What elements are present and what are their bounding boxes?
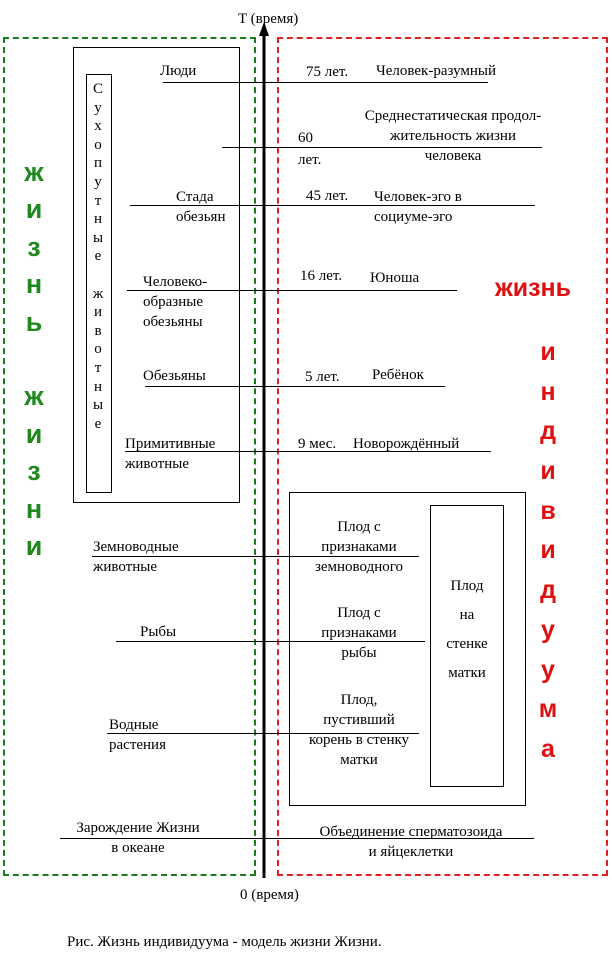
stage-human-sapiens: Человек-разумный [376,63,497,79]
line-origin [60,838,534,839]
axis-top-label: T (время) [238,11,299,27]
time-axis [259,22,269,878]
stage-herds: Стада обезьян [176,189,226,225]
stage-conception: Объединение сперматозоида и яйцеклетки [319,824,503,860]
left-title-letter: и [25,530,43,561]
age-5: 5 лет. [305,369,340,385]
line-plants [107,733,419,734]
land-text-letter: е [94,415,102,432]
right-title-letter: д [540,417,556,446]
land-animals-box [73,47,240,503]
stage-origin: Зарождение Жизни в океане [76,820,200,856]
left-title-letter: н [25,269,43,300]
stage-fish: Рыбы [140,624,177,640]
womb-box-text: Плод на стенке матки [446,578,488,681]
left-title-letter: ж [24,157,44,187]
age-60: 60 лет. [298,130,322,168]
stage-people: Люди [160,63,197,79]
stage-monkeys: Обезьяны [143,368,206,384]
land-text-letter: т [94,359,102,376]
right-title-top: жизнь [495,274,571,302]
right-title-letter: у [541,655,555,684]
left-title-letter [17,341,51,378]
land-text-letter: н [93,211,103,228]
age-16: 16 лет. [300,268,343,284]
right-title-letter: и [540,338,556,366]
womb-inner-box [430,505,504,787]
axis-bottom-label: 0 (время) [240,887,299,903]
line-apes [127,290,457,291]
line-herds [130,205,535,206]
right-title-letter: в [540,496,556,525]
land-text-letter: н [93,378,103,395]
land-text-letter: у [94,173,102,190]
womb-outer-box [289,492,526,806]
stage-fetus-root: Плод, пустивший корень в стенку матки [308,692,410,768]
line-primitive [125,451,491,452]
right-title-letter: н [540,377,556,406]
age-9m: 9 мес. [298,436,337,452]
right-title-letter: д [540,576,556,605]
left-title-letter: з [27,231,41,262]
left-title-letter: и [25,418,43,449]
right-title-letter: и [540,457,556,486]
land-text-letter: ы [92,397,104,414]
stage-apes: Человеко- образные обезьяны [143,274,208,330]
stage-primitive: Примитивные животные [125,436,216,472]
right-title-letter: у [541,615,555,644]
land-text-letter: т [94,192,102,209]
line-amphibians [92,556,419,557]
line-fish [116,641,425,642]
land-text-letter: х [94,118,102,135]
stage-child: Ребёнок [372,367,424,383]
land-text-letter: ж [92,285,104,302]
age-75: 75 лет. [306,64,349,80]
stage-newborn: Новорождённый [353,436,460,452]
stage-youth: Юноша [370,270,420,286]
stage-avg-lifespan: Среднестатическая продол- жительность жи… [364,108,542,164]
left-frame [3,37,256,876]
line-age60 [222,147,542,148]
land-text-letter: в [94,322,102,339]
land-text-letter: о [94,341,102,358]
line-people [163,82,488,83]
stage-ego: Человек-эго в социуме-эго [374,189,462,225]
right-title-letter: а [541,734,555,763]
stage-amphibians: Земноводные животные [93,539,179,575]
left-title-letter: ь [25,306,43,337]
stage-plants: Водные растения [109,717,166,753]
land-text-letter: п [93,155,103,172]
land-animals-inner-box [86,74,112,493]
left-title-letter: з [27,456,41,487]
right-title-letter: и [540,536,556,565]
stage-fetus-fish: Плод с признаками рыбы [321,605,397,661]
right-frame [277,37,608,876]
land-text-letter: е [94,248,102,265]
age-45: 45 лет. [306,188,349,204]
right-title-letter: м [538,695,558,724]
line-monkeys [145,386,445,387]
left-title-letter: н [25,493,43,524]
land-text-letter: и [93,304,103,321]
left-title-letter: ж [24,381,44,412]
land-text-letter [88,266,108,285]
stage-fetus-amphibian: Плод с признаками земноводного [314,519,404,575]
land-text-letter: ы [92,229,104,246]
land-text-letter: у [94,99,102,116]
caption: Рис. Жизнь индивидуума - модель жизни Жи… [67,934,382,950]
land-text-letter: о [94,136,102,153]
left-title-letter: и [25,194,43,225]
land-text-letter: С [92,81,103,97]
